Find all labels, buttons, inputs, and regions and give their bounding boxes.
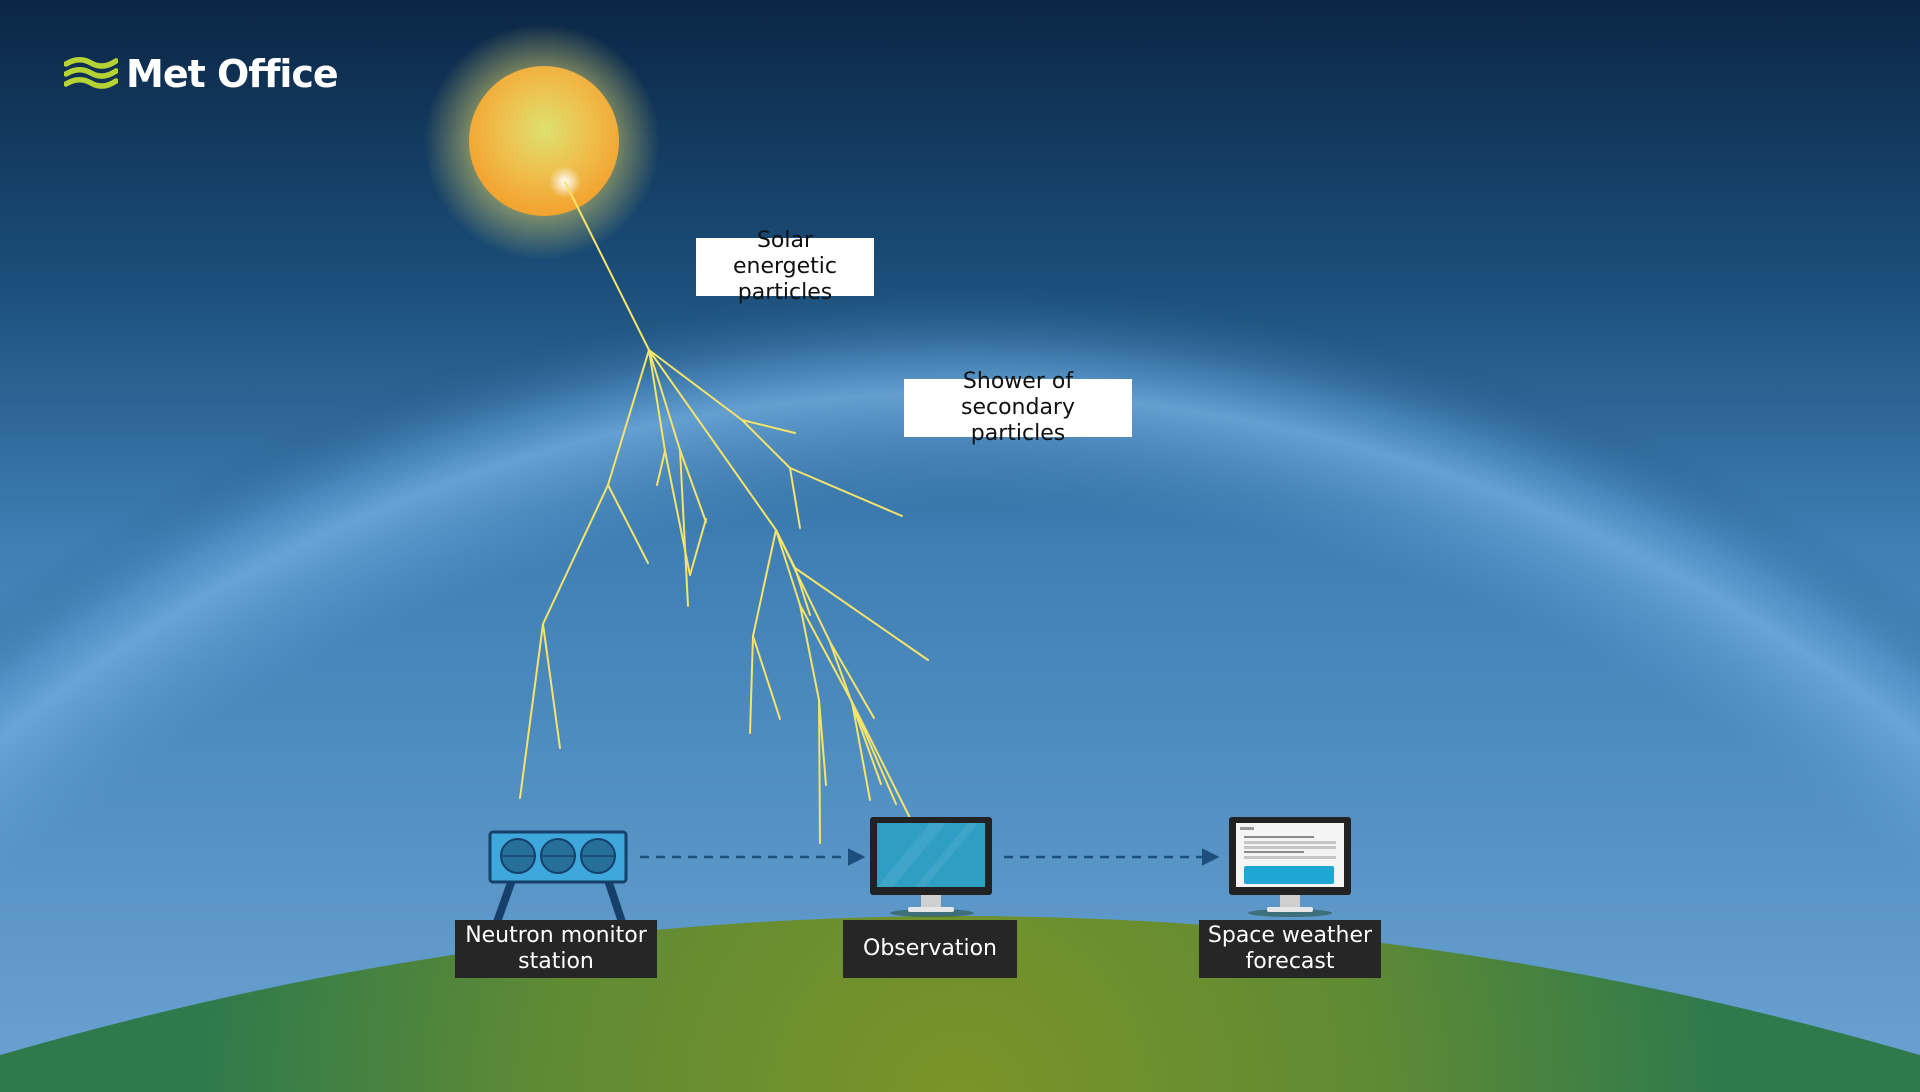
particle-track-32	[818, 699, 821, 844]
particle-track-11	[648, 349, 681, 451]
space-weather-forecast-label-line-2: forecast	[1245, 949, 1335, 974]
met-office-logo: Met Office	[64, 52, 339, 96]
particle-track-19	[648, 349, 777, 531]
met-office-waves-icon	[64, 57, 118, 89]
particle-track-1	[564, 181, 650, 351]
particle-track-12	[679, 449, 689, 607]
neutron-monitor-icon	[488, 830, 628, 926]
particle-track-14	[648, 349, 743, 421]
particle-track-13	[679, 449, 707, 523]
solar-particles-label: Solar energetic particles	[696, 228, 874, 305]
solar-particles-label-line-2: particles	[737, 280, 833, 305]
particle-track-35	[851, 701, 897, 805]
sun	[469, 66, 619, 216]
particle-track-10	[689, 518, 707, 576]
particle-track-29	[775, 529, 801, 606]
particle-track-18	[789, 467, 801, 529]
secondary-shower-label-line-1: Shower of	[962, 369, 1074, 394]
particle-track-21	[749, 635, 754, 734]
particle-track-28	[794, 567, 929, 661]
secondary-shower-label-line-2: secondary particles	[960, 395, 1075, 446]
particle-track-15	[741, 419, 796, 434]
particle-track-3	[542, 484, 609, 625]
space-weather-forecast-label-line-1: Space weather	[1207, 923, 1373, 948]
particle-track-34	[851, 701, 871, 801]
solar-particles-label-line-1: Solar energetic	[732, 228, 837, 279]
secondary-shower-label: Shower of secondary particles	[904, 369, 1132, 446]
forecast-monitor-icon	[1229, 817, 1351, 917]
particle-track-17	[789, 467, 903, 517]
particle-track-8	[656, 450, 666, 486]
observation-label: Observation	[843, 920, 1017, 978]
particle-track-4	[519, 623, 544, 799]
brand-name: Met Office	[126, 52, 339, 96]
particle-track-25	[829, 641, 875, 719]
particle-track-20	[752, 529, 777, 637]
particle-track-31	[818, 699, 827, 786]
particle-track-5	[542, 623, 561, 749]
particle-track-2	[607, 349, 650, 486]
particle-track-22	[752, 635, 781, 720]
particle-track-27	[794, 567, 811, 616]
particle-track-33	[799, 604, 853, 703]
particle-track-24	[829, 641, 882, 785]
neutron-monitor-station-label-line-1: Neutron monitor	[465, 923, 647, 948]
observation-label-line-1: Observation	[863, 936, 997, 961]
particle-track-7	[648, 349, 666, 452]
space-weather-forecast-label: Space weather forecast	[1199, 920, 1381, 978]
particle-track-16	[741, 419, 791, 469]
particle-track-6	[607, 484, 649, 564]
particle-track-30	[799, 604, 820, 701]
particle-track-26	[775, 529, 796, 569]
neutron-monitor-station-label: Neutron monitor station	[455, 920, 657, 978]
observation-monitor-icon	[870, 817, 992, 917]
neutron-monitor-station-label-line-2: station	[518, 949, 594, 974]
